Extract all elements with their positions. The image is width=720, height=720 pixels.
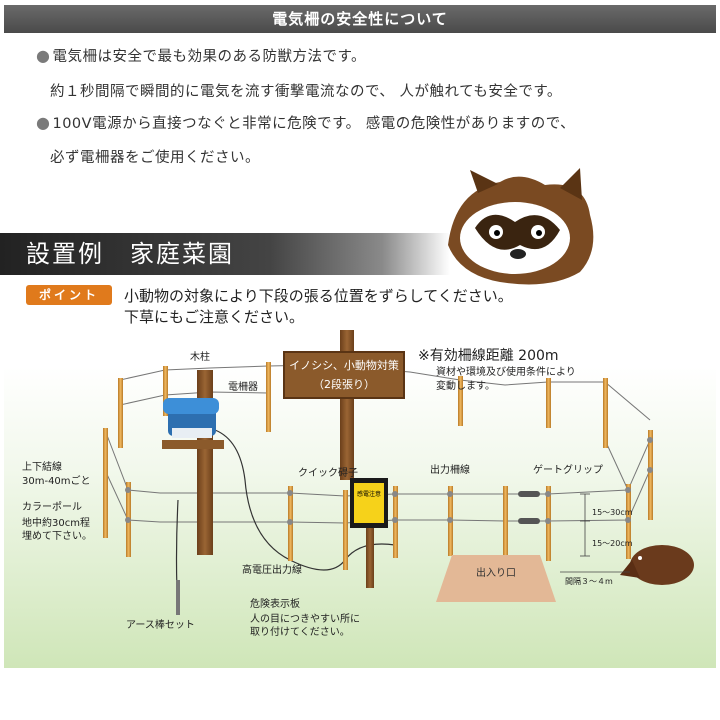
- intro-text-1: 電気柵は安全で最も効果のある防獣方法です。: [52, 49, 367, 65]
- label-warning-note-1: 人の目につきやすい所に: [250, 614, 360, 625]
- label-spacing: 間隔３～４m: [565, 577, 613, 586]
- range-note-line-1: 資材や環境及び使用条件により: [436, 367, 576, 378]
- label-gap-upper: 15～30cm: [592, 508, 633, 517]
- label-gate-grip: ゲートグリップ: [533, 465, 603, 476]
- label-pole-3: 埋めて下さい。: [22, 531, 92, 542]
- range-note-line-2: 変動します。: [436, 381, 495, 392]
- insulators: [125, 437, 653, 525]
- point-text-2: 下草にもご注意ください。: [124, 308, 305, 326]
- point-badge: ポイント: [26, 285, 112, 305]
- range-note-title: ※有効柵線距離 200m: [418, 348, 559, 364]
- header-title: 電気柵の安全性について: [272, 10, 448, 28]
- measure-lines: [560, 493, 630, 573]
- signboard: [283, 330, 405, 480]
- point-text-1: 小動物の対象により下段の張る位置をずらしてください。: [124, 287, 513, 305]
- label-joint-2: 30m-40mごと: [22, 476, 91, 487]
- label-insulator: クイック碍子: [298, 468, 358, 479]
- label-joint-1: 上下結線: [22, 462, 62, 473]
- label-post: 木柱: [190, 352, 210, 363]
- section-title: 設置例 家庭菜園: [0, 233, 450, 275]
- warning-sign-plate: 感電注意: [357, 490, 381, 498]
- energizer-icon: [163, 398, 219, 438]
- label-pole-2: 地中約30cm程: [22, 518, 90, 529]
- label-hv-wire: 高電圧出力線: [242, 565, 302, 576]
- intro-line-3: ●100V電源から直接つなぐと非常に危険です。 感電の危険性がありますので、: [36, 112, 575, 133]
- signboard-line-1: イノシシ、小動物対策: [289, 358, 399, 372]
- label-warning-note-2: 取り付けてください。: [250, 627, 350, 638]
- earth-rod-icon: [176, 580, 180, 615]
- label-pole-1: カラーポール: [22, 502, 82, 513]
- bullet-2: ●: [36, 113, 51, 132]
- gate-grip-icon: [518, 491, 540, 524]
- hv-wire-line: [214, 429, 396, 571]
- raccoon-mascot-icon: [448, 168, 594, 285]
- warning-sign-icon: [350, 478, 388, 588]
- label-earth-rod: アース棒セット: [126, 620, 195, 631]
- entrance-label: 出入り口: [476, 566, 516, 579]
- label-warning-sign: 危険表示板: [250, 599, 300, 610]
- intro-line-2: 約１秒間隔で瞬間的に電気を流す衝撃電流なので、 人が触れても安全です。: [50, 84, 562, 100]
- label-energizer: 電柵器: [228, 382, 258, 393]
- label-output-wire: 出力柵線: [430, 465, 470, 476]
- intro-line-1: ●電気柵は安全で最も効果のある防獣方法です。: [36, 45, 366, 66]
- header-bar: 電気柵の安全性について: [4, 5, 716, 33]
- entrance-path: [436, 555, 556, 602]
- label-gap-lower: 15～20cm: [592, 539, 633, 548]
- bullet-1: ●: [36, 46, 51, 65]
- intro-text-3: 100V電源から直接つなぐと非常に危険です。 感電の危険性がありますので、: [52, 116, 576, 132]
- signboard-line-2: （2段張り）: [313, 377, 375, 391]
- boar-icon: [620, 545, 694, 585]
- wooden-post: [162, 370, 224, 555]
- intro-line-4: 必ず電柵器をご使用ください。: [50, 150, 260, 166]
